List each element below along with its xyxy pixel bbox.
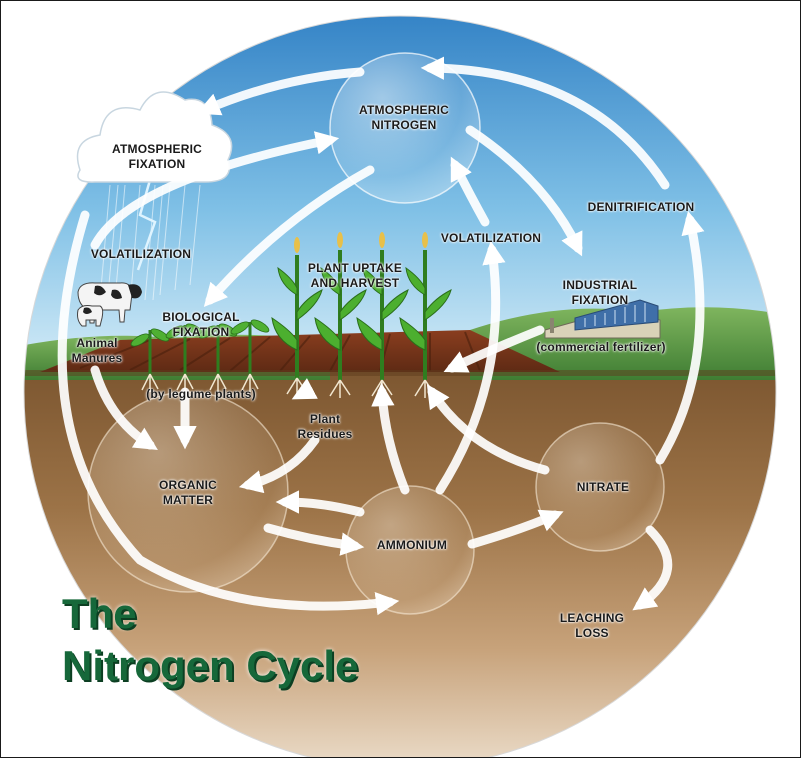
label-plant-residues-line1: Plant xyxy=(309,412,341,426)
label-plant-residues: Plant Residues xyxy=(284,412,366,442)
arrow-denitrification-to-atmosphere xyxy=(420,56,670,190)
ground-line xyxy=(24,370,776,376)
arrow-ammonium-to-plants xyxy=(371,382,410,495)
label-plant-uptake-line2: AND HARVEST xyxy=(310,276,400,290)
label-industrial-fixation: INDUSTRIAL FIXATION xyxy=(545,278,655,308)
label-industrial-fixation-line1: INDUSTRIAL xyxy=(562,278,638,292)
label-biological-fixation: BIOLOGICAL FIXATION xyxy=(146,310,256,340)
arrow-nitrate-to-leaching xyxy=(632,525,673,611)
label-organic-matter-line1: ORGANIC xyxy=(158,478,218,492)
arrow-atmosphere-to-legumes xyxy=(203,165,375,308)
label-atmospheric-fixation-line2: FIXATION xyxy=(128,157,186,171)
nitrate-bubble xyxy=(535,422,665,552)
label-leaching-loss-line1: LEACHING xyxy=(559,611,625,625)
arrow-ammonium-to-nitrate xyxy=(467,509,564,549)
label-atmospheric-nitrogen-line1: ATMOSPHERIC xyxy=(359,103,449,117)
label-animal-manures-line2: Manures xyxy=(71,351,123,365)
label-organic-matter-line2: MATTER xyxy=(162,493,214,507)
arrow-atmosphere-to-cloud xyxy=(196,67,365,116)
arrow-organic-to-ammonium xyxy=(263,523,365,556)
cow-icon xyxy=(77,282,142,327)
arrow-atmosphere-to-industrial xyxy=(465,125,583,257)
arrow-manures-to-organic xyxy=(90,365,158,450)
label-atmospheric-fixation-line1: ATMOSPHERIC xyxy=(112,142,202,156)
title-line1: The xyxy=(62,590,137,637)
label-volatilization-left: VOLATILIZATION xyxy=(90,247,192,261)
label-industrial-fixation-line2: FIXATION xyxy=(571,293,629,307)
label-atmospheric-nitrogen-line2: NITROGEN xyxy=(371,118,437,132)
title-line2: Nitrogen Cycle xyxy=(62,642,359,689)
scene-outline xyxy=(23,15,777,758)
label-plant-residues-line2: Residues xyxy=(297,427,353,441)
label-leaching-loss-line2: LOSS xyxy=(575,626,609,640)
label-atmospheric-fixation: ATMOSPHERIC FIXATION xyxy=(95,142,219,172)
label-legume-plants: (by legume plants) xyxy=(146,387,256,401)
atmospheric-nitrogen-bubble xyxy=(329,52,481,204)
label-ammonium: AMMONIUM xyxy=(376,538,448,552)
label-biological-fixation-line1: BIOLOGICAL xyxy=(162,310,240,324)
label-organic-matter: ORGANIC MATTER xyxy=(140,478,236,508)
corn-plants-icon xyxy=(271,232,452,398)
legume-plants-icon xyxy=(130,319,270,392)
arrow-ammonium-to-volatilization xyxy=(435,240,506,495)
flow-arrows xyxy=(57,56,705,616)
label-animal-manures: Animal Manures xyxy=(56,336,138,366)
arrow-volatilization-left-up xyxy=(90,131,340,250)
arrow-nitrate-to-denitrification xyxy=(655,210,705,465)
label-atmospheric-nitrogen: ATMOSPHERIC NITROGEN xyxy=(348,103,460,133)
label-commercial-fertilizer: (commercial fertilizer) xyxy=(536,340,666,354)
label-volatilization-right: VOLATILIZATION xyxy=(440,231,542,245)
arrow-outer-left-to-ammonium xyxy=(57,210,400,616)
label-animal-manures-line1: Animal xyxy=(76,336,118,350)
factory-icon xyxy=(544,299,661,339)
label-nitrate: NITRATE xyxy=(576,480,630,494)
arrow-residues-to-organic xyxy=(238,435,320,494)
label-plant-uptake: PLANT UPTAKE AND HARVEST xyxy=(296,261,414,291)
arrow-volatilization-to-atmosphere xyxy=(450,156,490,227)
arrow-nitrate-to-plants xyxy=(426,384,550,475)
label-plant-uptake-line1: PLANT UPTAKE xyxy=(307,261,403,275)
arrow-ammonium-to-organic xyxy=(275,490,365,517)
label-leaching-loss: LEACHING LOSS xyxy=(544,611,640,641)
label-biological-fixation-line2: FIXATION xyxy=(172,325,230,339)
label-denitrification: DENITRIFICATION xyxy=(587,200,695,214)
